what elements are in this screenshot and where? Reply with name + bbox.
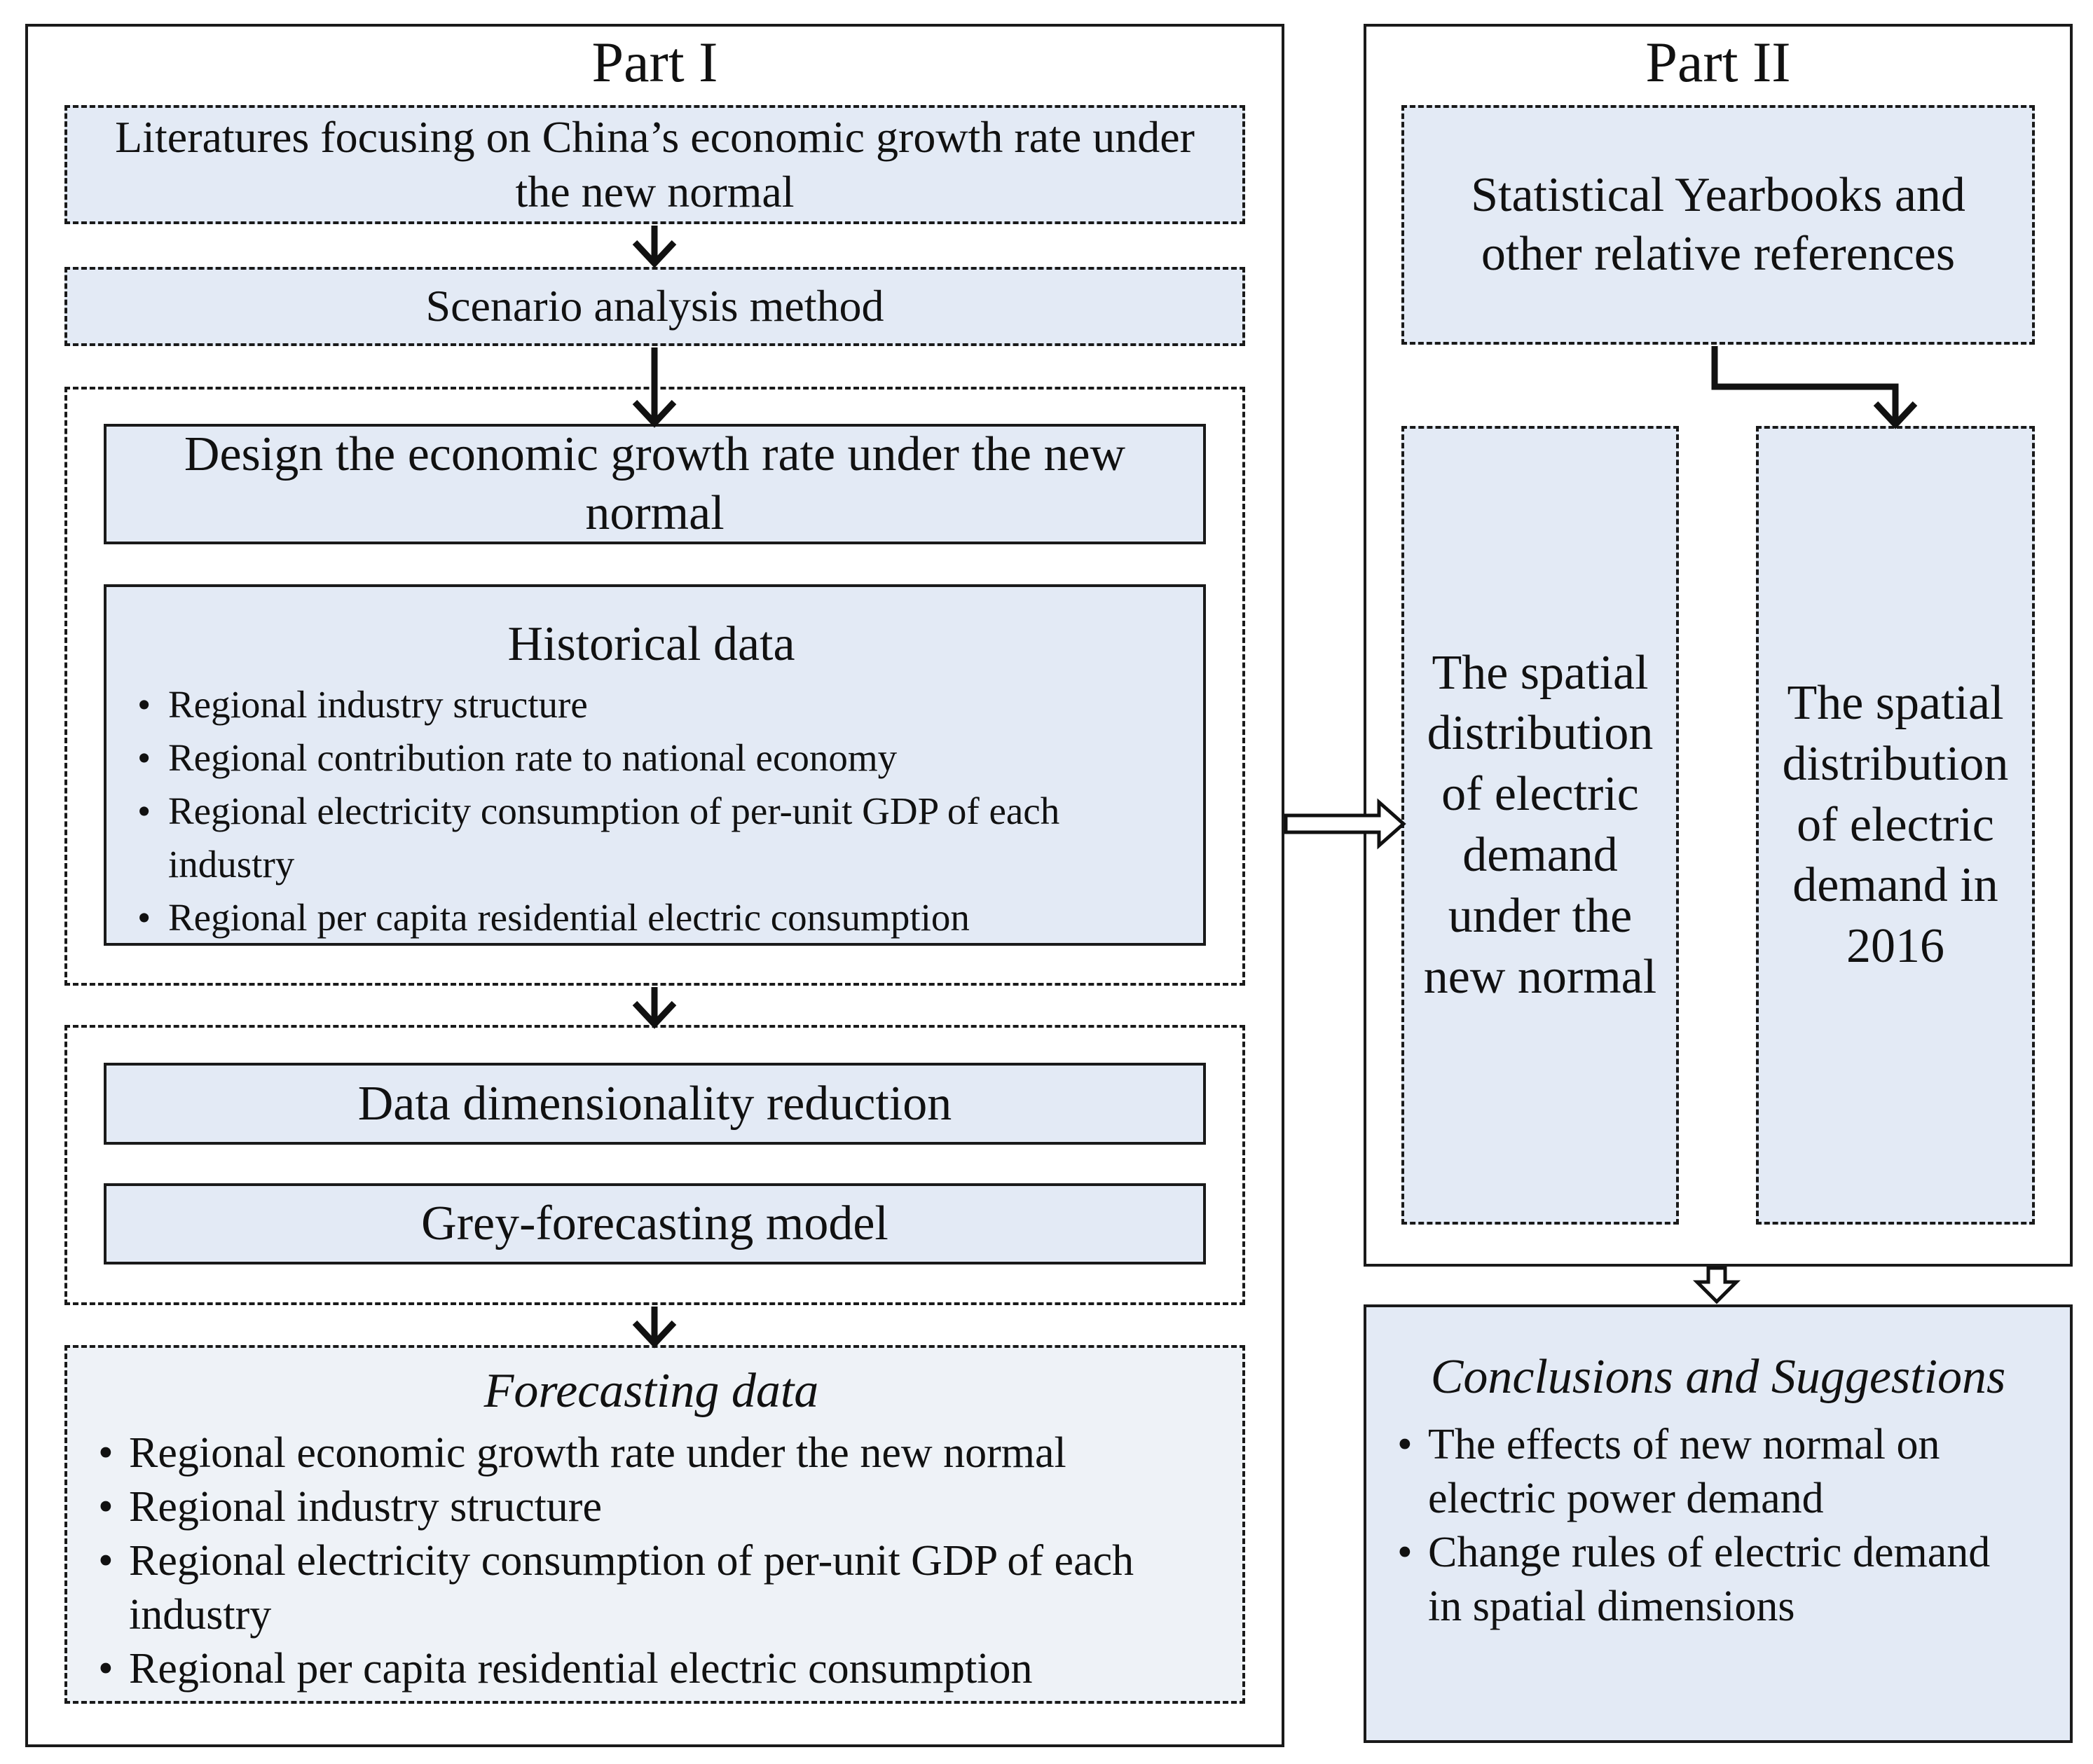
- conclusions-title: Conclusions and Suggestions: [1430, 1350, 2006, 1404]
- conclusions-list: The effects of new normal on electric po…: [1387, 1418, 2018, 1634]
- conclusions-item: Change rules of electric demand in spati…: [1387, 1526, 2018, 1634]
- literatures-text: Literatures focusing on China’s economic…: [115, 111, 1195, 216]
- conclusions-item: The effects of new normal on electric po…: [1387, 1418, 2018, 1526]
- grey-box: Grey-forecasting model: [104, 1183, 1206, 1265]
- part2-title: Part II: [1645, 30, 1791, 94]
- forecasting-item: Regional industry structure: [88, 1480, 1160, 1534]
- hollow-down-arrow-icon: [1692, 1266, 1741, 1304]
- yearbooks-text: Statistical Yearbooks and other relative…: [1471, 168, 1965, 281]
- literatures-box: Literatures focusing on China’s economic…: [64, 105, 1245, 224]
- design-box: Design the economic growth rate under th…: [104, 424, 1206, 544]
- forecasting-item: Regional electricity consumption of per-…: [88, 1534, 1160, 1642]
- historical-item: Regional electricity consumption of per-…: [128, 785, 1109, 891]
- forecasting-item: Regional economic growth rate under the …: [88, 1426, 1160, 1480]
- arrowhead-icon: [632, 399, 677, 428]
- historical-list: Regional industry structure Regional con…: [128, 678, 1109, 944]
- arrowhead-icon: [632, 1320, 677, 1349]
- spatial-new-normal-text: The spatial distribution of electric dem…: [1423, 645, 1657, 1004]
- forecasting-box: Forecasting data Regional economic growt…: [64, 1345, 1245, 1704]
- arrowhead-icon: [632, 240, 677, 268]
- forecasting-title: Forecasting data: [483, 1364, 819, 1418]
- scenario-box: Scenario analysis method: [64, 267, 1245, 346]
- yearbooks-box: Statistical Yearbooks and other relative…: [1401, 105, 2035, 345]
- historical-box: Historical data Regional industry struct…: [104, 584, 1206, 946]
- historical-item: Regional industry structure: [128, 678, 1109, 731]
- dimensionality-text: Data dimensionality reduction: [357, 1076, 952, 1131]
- spatial-2016-text: The spatial distribution of electric dem…: [1782, 676, 2009, 974]
- part2-frame: [1364, 24, 2073, 1267]
- conclusions-box: Conclusions and Suggestions The effects …: [1364, 1304, 2073, 1743]
- spatial-new-normal-box: The spatial distribution of electric dem…: [1401, 426, 1679, 1225]
- part1-frame: [25, 24, 1284, 1747]
- scenario-text: Scenario analysis method: [425, 281, 884, 331]
- historical-item: Regional per capita residential electric…: [128, 891, 1109, 944]
- historical-title: Historical data: [507, 617, 795, 671]
- hollow-right-arrow-icon: [1284, 798, 1406, 850]
- elbow-arrow-icon: [1711, 346, 1899, 420]
- design-text: Design the economic growth rate under th…: [184, 427, 1126, 540]
- part1-title: Part I: [591, 30, 718, 94]
- grey-text: Grey-forecasting model: [421, 1197, 888, 1250]
- historical-item: Regional contribution rate to national e…: [128, 731, 1109, 785]
- arrowhead-icon: [632, 1000, 677, 1029]
- forecasting-item: Regional per capita residential electric…: [88, 1642, 1160, 1696]
- forecasting-list: Regional economic growth rate under the …: [88, 1426, 1160, 1695]
- arrowhead-icon: [1873, 401, 1918, 429]
- dimensionality-box: Data dimensionality reduction: [104, 1063, 1206, 1145]
